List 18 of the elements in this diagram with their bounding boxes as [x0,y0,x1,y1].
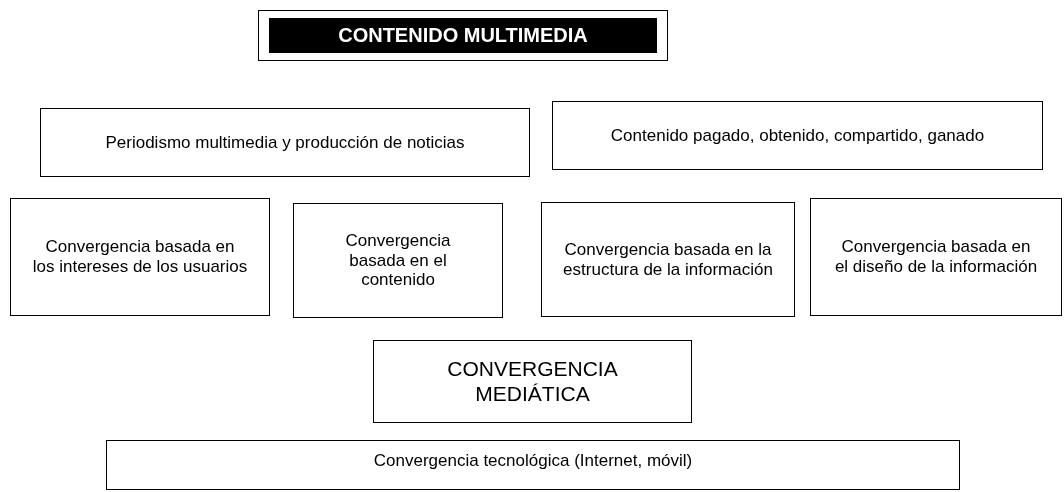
title-text: CONTENIDO MULTIMEDIA [337,24,589,47]
concept-box [293,203,503,318]
box-text: Convergencia basada en los intereses de los usuarios [31,237,249,277]
concept-box [10,198,270,316]
box-text: Convergencia tecnológica (Internet, móvil) [372,451,694,471]
box-text: Contenido pagado, obtenido, compartido, ganado [609,125,986,146]
concept-box [552,101,1043,170]
box-text: Convergencia basada en el diseño de la información [833,237,1039,277]
heading-box [373,340,692,423]
concept-box [810,198,1062,316]
concept-box [541,202,795,317]
title-box [258,10,668,61]
box-text: CONVERGENCIA MEDIÁTICA [446,357,619,406]
box-text: Convergencia basada en el contenido [344,231,452,290]
base-box [106,440,960,490]
box-text: Convergencia basada en la estructura de la información [562,239,774,280]
box-text: Periodismo multimedia y producción de noticias [104,132,466,153]
concept-box [40,108,530,177]
